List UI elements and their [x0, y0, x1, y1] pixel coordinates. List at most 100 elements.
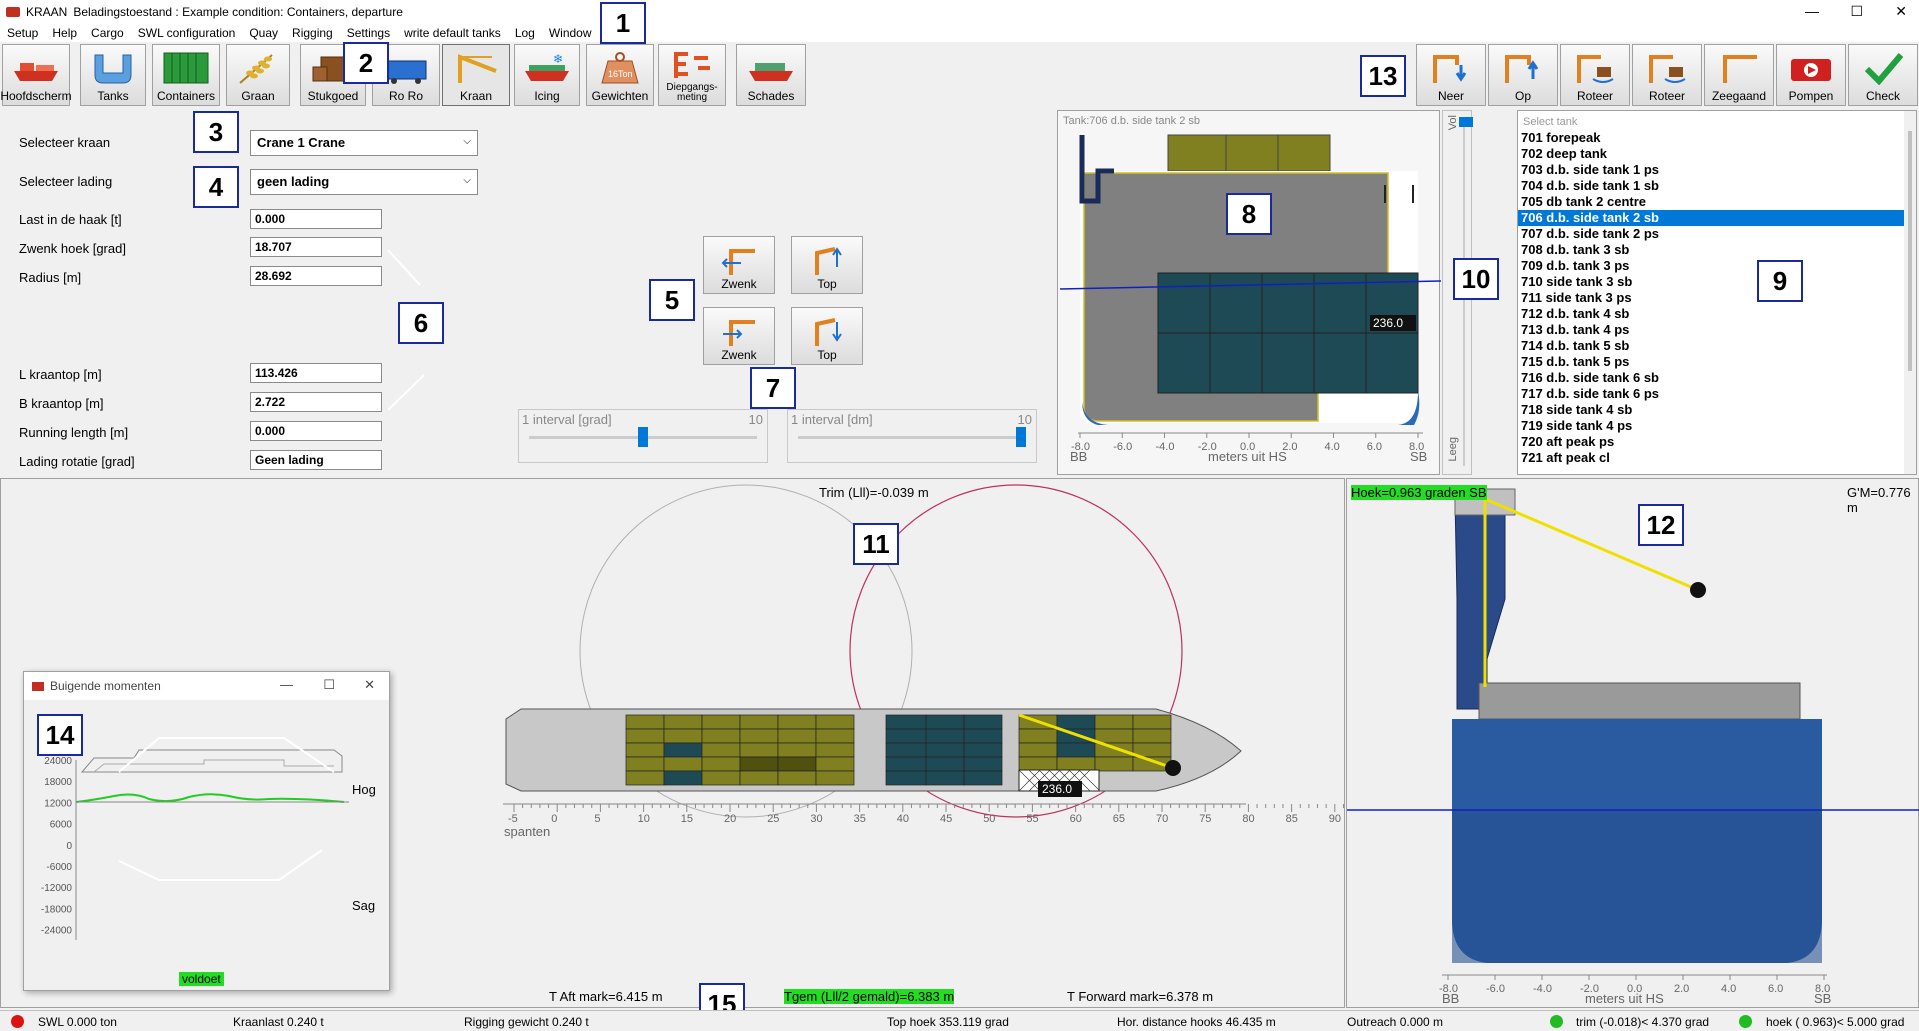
container-cell [1018, 742, 1058, 758]
menu-help[interactable]: Help [52, 26, 78, 40]
tank-list-item[interactable]: 714 d.b. tank 5 sb [1521, 338, 1630, 353]
neer-button[interactable]: Neer [1416, 44, 1486, 106]
svg-text:16Ton: 16Ton [608, 69, 633, 79]
b-cranetop-input[interactable]: 2.722 [250, 392, 382, 412]
tank-list-item[interactable]: 704 d.b. side tank 1 sb [1521, 178, 1659, 193]
boom-down-button[interactable]: Top [791, 307, 863, 365]
status-bar: SWL 0.000 ton Kraanlast 0.240 t Rigging … [0, 1010, 1919, 1031]
grain-icon [239, 54, 273, 84]
tank-list-item[interactable]: 702 deep tank [1521, 146, 1607, 161]
op-button[interactable]: Op [1488, 44, 1558, 106]
starboard-side-label: SB [1814, 991, 1832, 1006]
axis-tick-label: -6.0 [1113, 441, 1132, 453]
callout-5: 5 [649, 279, 695, 321]
menu-setup[interactable]: Setup [7, 26, 39, 40]
draft-mean-readout: Tgem (Lll/2 gemald)=6.383 m [784, 989, 955, 1004]
container-icon [163, 52, 209, 84]
title-bar: KRAAN Beladingstoestand : Example condit… [0, 0, 1919, 24]
graan-button[interactable]: Graan [226, 44, 290, 106]
container-cell [1132, 728, 1172, 744]
slew-right-button[interactable]: Zwenk [703, 307, 775, 365]
tank-list-item[interactable]: 713 d.b. tank 4 ps [1521, 322, 1630, 337]
slew-angle-input[interactable]: 18.707 [250, 237, 382, 257]
toolbar-label: Pompen [1788, 89, 1834, 103]
tank-list-item[interactable]: 701 forepeak [1521, 130, 1601, 145]
tank-list-item[interactable]: 703 d.b. side tank 1 ps [1521, 162, 1659, 177]
bending-tick-label: 18000 [44, 777, 72, 788]
maximize-button[interactable]: ☐ [1850, 3, 1863, 19]
slider-thumb[interactable] [638, 427, 648, 447]
pompen-button[interactable]: Pompen [1776, 44, 1846, 106]
l-cranetop-input[interactable]: 113.426 [250, 363, 382, 383]
tank-list-item[interactable]: 706 d.b. side tank 2 sb [1518, 210, 1916, 226]
crane-select[interactable]: Crane 1 Crane⌵ [250, 130, 478, 156]
diepgangsmeting-button[interactable]: Diepgangs- meting [658, 44, 726, 106]
menu-swl-configuration[interactable]: SWL configuration [137, 26, 236, 40]
axis-tick-label: -2.0 [1580, 983, 1599, 995]
running-length-input[interactable]: 0.000 [250, 421, 382, 441]
minimize-button[interactable]: — [1805, 3, 1819, 19]
slew-left-button[interactable]: Zwenk [703, 236, 775, 294]
close-button[interactable]: ✕ [364, 677, 375, 692]
fill-thumb[interactable] [1459, 117, 1473, 127]
slider-thumb[interactable] [1016, 427, 1026, 447]
tank-list-item[interactable]: 720 aft peak ps [1521, 434, 1615, 449]
field-label: Zwenk hoek [grad] [19, 241, 126, 256]
gewichten-button[interactable]: 16Ton Gewichten [586, 44, 654, 106]
menu-window[interactable]: Window [548, 26, 592, 40]
radius-input[interactable]: 28.692 [250, 266, 382, 286]
tank-list-header: Select tank [1523, 116, 1578, 128]
tank-list-item[interactable]: 718 side tank 4 sb [1521, 402, 1633, 417]
tank-list-item[interactable]: 711 side tank 3 ps [1521, 290, 1632, 305]
button-label: Top [817, 277, 837, 291]
tank-list-item[interactable]: 721 aft peak cl [1521, 450, 1610, 465]
menu-quay[interactable]: Quay [249, 26, 279, 40]
menu-write-default-tanks[interactable]: write default tanks [404, 26, 501, 40]
angle-interval-slider[interactable]: 1 interval [grad] 10 [518, 409, 768, 463]
level-readout: 236.0 [1373, 316, 1403, 330]
tank-list-item[interactable]: 716 d.b. side tank 6 sb [1521, 370, 1659, 385]
axis-tick-label: 0.0 [1627, 983, 1642, 995]
boom-up-button[interactable]: Top [791, 236, 863, 294]
menu-rigging[interactable]: Rigging [292, 26, 333, 40]
tank-list-item[interactable]: 710 side tank 3 sb [1521, 274, 1633, 289]
tank-list-item[interactable]: 719 side tank 4 ps [1521, 418, 1633, 433]
menu-cargo[interactable]: Cargo [91, 26, 124, 40]
hoofdscherm-button[interactable]: Hoofdscherm [0, 44, 72, 106]
tank-list-item[interactable]: 715 d.b. tank 5 ps [1521, 354, 1630, 369]
menu-log[interactable]: Log [514, 26, 535, 40]
check-button[interactable]: Check [1848, 44, 1918, 106]
container-cell [701, 756, 741, 772]
distance-interval-slider[interactable]: 1 interval [dm] 10 [787, 409, 1037, 463]
tank-list-item[interactable]: 707 d.b. side tank 2 ps [1521, 226, 1659, 241]
zeegaand-button[interactable]: Zeegaand [1704, 44, 1774, 106]
hook-load-input[interactable]: 0.000 [250, 209, 382, 229]
close-button[interactable]: ✕ [1895, 3, 1907, 19]
schades-button[interactable]: Schades [736, 44, 806, 106]
roteer-button-1[interactable]: Roteer [1560, 44, 1630, 106]
tank-list-item[interactable]: 708 d.b. tank 3 sb [1521, 242, 1630, 257]
menu-settings[interactable]: Settings [346, 26, 391, 40]
minimize-button[interactable]: — [280, 677, 293, 692]
tank-list-item[interactable]: 712 d.b. tank 4 sb [1521, 306, 1630, 321]
containers-button[interactable]: Containers [152, 44, 220, 106]
roteer-button-2[interactable]: Roteer [1632, 44, 1702, 106]
port-side-label: BB [1070, 449, 1088, 464]
icing-button[interactable]: ❄ Icing [514, 44, 580, 106]
tanks-button[interactable]: Tanks [80, 44, 146, 106]
maximize-button[interactable]: ☐ [323, 677, 335, 692]
tank-list-item[interactable]: 705 db tank 2 centre [1521, 194, 1646, 209]
cargo-rotation-input[interactable]: Geen lading [250, 450, 382, 470]
container-cell [885, 728, 927, 744]
tank-list-item[interactable]: 709 d.b. tank 3 ps [1521, 258, 1630, 273]
callout-1: 1 [600, 2, 646, 44]
bending-tick-label: 6000 [50, 820, 73, 831]
roro-icon [385, 60, 427, 84]
tank-list-item[interactable]: 717 d.b. side tank 6 ps [1521, 386, 1659, 401]
cargo-select[interactable]: geen lading⌵ [250, 169, 478, 195]
scrollbar[interactable] [1904, 111, 1916, 474]
kraan-button[interactable]: Kraan [442, 44, 510, 106]
